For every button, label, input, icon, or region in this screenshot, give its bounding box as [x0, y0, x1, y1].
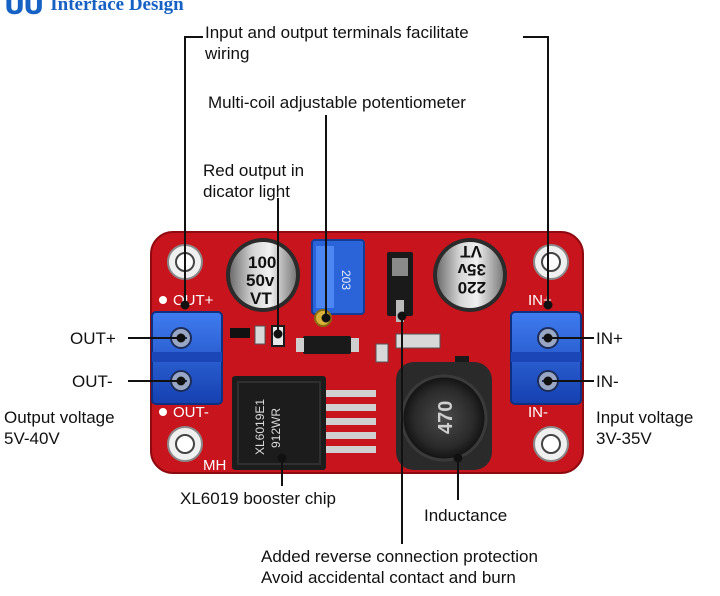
mounting-hole: [534, 245, 568, 279]
label-in-plus: IN+: [596, 328, 623, 349]
smd-ic-small: [303, 336, 351, 354]
svg-text:912WR: 912WR: [269, 408, 283, 448]
label-inductance: Inductance: [424, 505, 507, 526]
label-in-minus: IN-: [596, 371, 619, 392]
capacitor-left: 100 50v VT: [226, 238, 300, 312]
svg-text:35v: 35v: [457, 260, 486, 279]
svg-text:VT: VT: [460, 242, 482, 261]
label-terminals: Input and output terminals facilitate wi…: [205, 22, 469, 64]
svg-text:XL6019E1: XL6019E1: [253, 399, 267, 455]
mounting-hole: [534, 427, 568, 461]
svg-text:50v: 50v: [246, 271, 275, 290]
label-potentiometer: Multi-coil adjustable potentiometer: [208, 92, 466, 113]
smd-resistor: [255, 326, 265, 344]
svg-text:VT: VT: [250, 289, 272, 308]
svg-text:203: 203: [339, 270, 353, 290]
inductor: 470: [396, 362, 492, 470]
label-out-minus: OUT-: [72, 371, 113, 392]
output-terminal-block: [152, 312, 222, 404]
potentiometer: 203: [312, 240, 364, 326]
label-red-light: Red output in dicator light: [203, 160, 304, 202]
svg-text:100: 100: [248, 253, 276, 272]
mounting-hole: [168, 427, 202, 461]
protection-component: [387, 252, 413, 322]
label-protection: Added reverse connection protection Avoi…: [261, 546, 538, 588]
svg-text:470: 470: [435, 401, 457, 434]
silk-in-minus: IN-: [528, 404, 548, 421]
label-booster-chip: XL6019 booster chip: [180, 488, 336, 509]
svg-text:220: 220: [458, 278, 486, 297]
silk-out-plus: OUT+: [173, 292, 214, 309]
silk-mh: MH: [203, 457, 226, 474]
label-out-plus: OUT+: [70, 328, 116, 349]
label-output-voltage: Output voltage 5V-40V: [4, 407, 115, 449]
input-terminal-block: [511, 312, 581, 404]
smd-resistor: [230, 328, 250, 338]
smd-resistor: [376, 344, 388, 362]
capacitor-right: 220 35v VT: [433, 238, 507, 312]
label-input-voltage: Input voltage 3V-35V: [596, 407, 693, 449]
silk-out-minus: OUT-: [173, 404, 209, 421]
